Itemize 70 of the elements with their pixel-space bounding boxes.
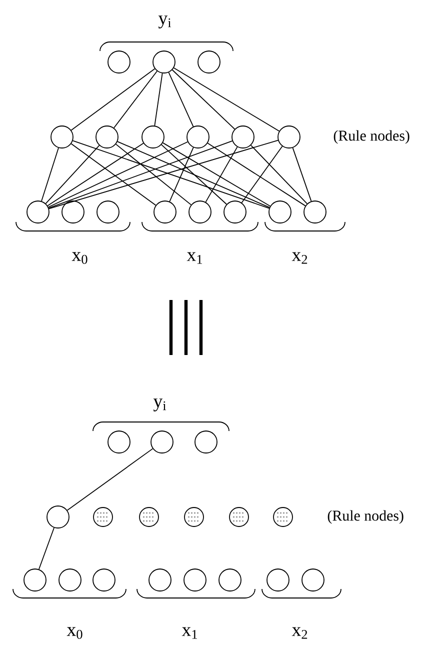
connection-line: [168, 72, 194, 128]
variable-label: x$_{0}$: [66, 627, 82, 639]
connection-line: [45, 144, 100, 204]
connection-line: [169, 147, 194, 202]
connection-line: [250, 144, 308, 204]
hatched-node: [139, 507, 159, 527]
connection-line: [48, 140, 278, 210]
variable-label: x$_{1}$: [186, 252, 202, 264]
neuron-node: [224, 200, 246, 224]
neuron-node: [268, 200, 292, 224]
neuron-node: [108, 430, 130, 454]
hatched-node: [184, 507, 204, 527]
neuron-node: [62, 200, 84, 224]
connection-line: [154, 72, 163, 126]
neuron-node: [150, 430, 174, 454]
connection-line: [70, 143, 156, 206]
neuron-node: [148, 568, 172, 592]
variable-label: x$_{0}$: [72, 252, 88, 264]
neuron-node: [108, 50, 130, 74]
neuron-node: [194, 430, 218, 454]
neuron-node: [218, 568, 242, 592]
neuron-node: [58, 568, 82, 592]
hatched-node: [273, 507, 293, 527]
variable-label: y$_{i}$: [153, 398, 166, 412]
neuron-node: [92, 568, 116, 592]
connection-line: [38, 527, 55, 570]
variable-label: y$_{i}$: [158, 16, 172, 28]
connection-line: [173, 67, 280, 132]
variable-label: x$_{1}$: [182, 627, 197, 639]
neuron-node: [154, 200, 176, 224]
variable-label: x$_{2}$: [292, 627, 308, 639]
neuron-node: [198, 50, 220, 74]
connection-line: [172, 69, 236, 130]
neuron-node: [304, 200, 326, 224]
neuron-node: [24, 568, 46, 592]
neuron-node: [26, 200, 50, 224]
connection-line: [48, 140, 233, 208]
layer-label: (Rule nodes): [334, 130, 410, 144]
connection-line: [66, 448, 154, 511]
hatched-node: [93, 507, 113, 527]
neuron-node: [152, 50, 176, 74]
connection-line: [292, 147, 312, 202]
neuron-node: [50, 126, 74, 148]
connection-line: [161, 144, 227, 205]
connection-line: [207, 142, 306, 206]
connection-line: [72, 140, 270, 209]
connection-line: [47, 142, 144, 206]
connection-line: [241, 146, 283, 204]
connection-line: [48, 141, 188, 208]
connection-line: [162, 142, 271, 207]
neuron-node: [232, 126, 254, 148]
neuron-node: [266, 568, 290, 592]
connection-line: [115, 144, 192, 206]
neuron-node: [186, 126, 210, 148]
neuron-node: [96, 126, 118, 148]
connection-line: [117, 141, 270, 208]
layer-label: (Rule nodes): [328, 510, 404, 524]
neuron-node: [302, 568, 324, 592]
connection-line: [113, 70, 158, 128]
neuron-node: [188, 200, 212, 224]
variable-label: x$_{2}$: [292, 252, 308, 264]
neuron-node: [278, 126, 300, 148]
neuron-node: [46, 506, 70, 528]
connection-line: [205, 146, 238, 202]
connection-line: [70, 68, 156, 131]
neuron-node: [184, 568, 206, 592]
neuron-node: [142, 126, 164, 148]
neuron-node: [96, 200, 120, 224]
connection-line: [41, 147, 59, 202]
hatched-node: [229, 507, 249, 527]
